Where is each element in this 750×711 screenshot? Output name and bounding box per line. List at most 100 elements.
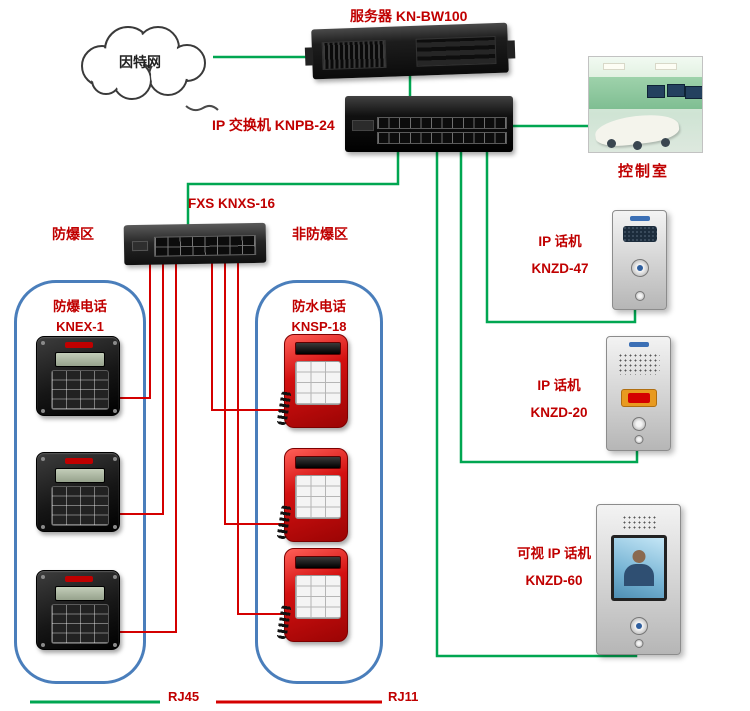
fxs-gateway-device xyxy=(123,222,267,266)
server-rack-ear xyxy=(304,47,314,66)
waterproof-phone-1 xyxy=(276,334,348,428)
brand-logo xyxy=(629,216,650,221)
knzd60-title: 可视 IP 话机 xyxy=(516,546,591,561)
corner-screws xyxy=(41,457,45,461)
phone-body xyxy=(36,336,120,416)
mic-hole xyxy=(634,639,643,648)
brand-logo xyxy=(628,342,649,347)
explosion-phones-model: KNEX-1 xyxy=(56,319,104,334)
person-head xyxy=(632,550,645,563)
control-room-label: 控制室 xyxy=(618,163,670,180)
bottom-screw xyxy=(634,435,643,444)
waterproof-phone-3 xyxy=(276,548,348,642)
monitor xyxy=(667,84,685,97)
phone-display xyxy=(295,342,341,355)
server-vents xyxy=(321,39,387,71)
cloud-squiggle xyxy=(185,104,219,112)
knzd20-title: IP 话机 xyxy=(537,378,581,393)
chair xyxy=(607,139,616,148)
switch-logo xyxy=(352,120,374,131)
corner-screws xyxy=(41,575,45,579)
phone-keypad xyxy=(295,475,341,519)
phone-display xyxy=(55,586,105,601)
emergency-button xyxy=(620,389,657,407)
ip-doorphone-knzd47 xyxy=(612,210,667,310)
cloud-shape xyxy=(81,26,219,112)
waterproof-phones-model: KNSP-18 xyxy=(291,319,347,334)
video-screen-image xyxy=(613,538,664,598)
video-ip-doorphone-knzd60 xyxy=(596,504,681,655)
speaker-grille xyxy=(622,226,657,242)
corner-screws xyxy=(41,341,45,345)
internet-label: 因特网 xyxy=(119,54,161,70)
knzd47-label: IP 话机 KNZD-47 xyxy=(520,228,600,282)
server-device xyxy=(304,22,516,80)
knzd47-title: IP 话机 xyxy=(538,234,582,249)
phone-keypad xyxy=(295,575,341,619)
server-label: 服务器 KN-BW100 xyxy=(350,8,468,24)
phone-body xyxy=(276,334,348,428)
monitor xyxy=(647,85,665,98)
phone-keypad xyxy=(51,370,109,410)
key-switch xyxy=(631,417,646,431)
legend-rj45-label: RJ45 xyxy=(168,689,200,704)
switch-port-row xyxy=(377,117,507,129)
explosion-proof-phone-3 xyxy=(36,570,120,650)
explosion-proof-phone-2 xyxy=(36,452,120,532)
phone-keypad xyxy=(51,486,109,526)
server-rack-ear xyxy=(506,40,516,59)
phone-keypad xyxy=(51,604,109,644)
fxs-led-panel xyxy=(131,240,149,252)
fxs-chassis xyxy=(123,222,267,266)
call-button xyxy=(629,617,648,635)
bottom-screw xyxy=(634,291,645,301)
legend-rj11-label: RJ11 xyxy=(388,689,419,704)
speaker-grille xyxy=(617,353,660,375)
monitor xyxy=(685,86,702,99)
zone-label-non-explosion-proof: 非防爆区 xyxy=(292,226,348,242)
phone-display xyxy=(295,556,341,569)
phone-display xyxy=(295,456,341,469)
switch-chassis xyxy=(345,96,513,152)
phone-body xyxy=(276,448,348,542)
speaker-grille xyxy=(621,515,656,529)
chair xyxy=(661,138,670,147)
control-room-photo xyxy=(588,56,703,153)
phone-body xyxy=(36,570,120,650)
call-button-dot xyxy=(636,265,643,271)
brand-logo xyxy=(65,458,93,464)
wire-switch-fxs xyxy=(186,150,400,227)
phone-display xyxy=(55,468,105,483)
ceiling-light xyxy=(603,63,625,70)
zone-label-explosion-proof: 防爆区 xyxy=(52,226,94,242)
phone-body xyxy=(36,452,120,532)
brand-logo xyxy=(65,342,93,348)
ceiling-light xyxy=(655,63,677,70)
chair xyxy=(633,141,642,150)
call-button xyxy=(630,259,649,277)
phone-keypad xyxy=(295,361,341,405)
phone-body xyxy=(276,548,348,642)
call-button-dot xyxy=(635,623,642,629)
ip-switch-device xyxy=(345,96,513,152)
phone-display xyxy=(55,352,105,367)
person-body xyxy=(623,564,654,586)
knzd60-label: 可视 IP 话机 KNZD-60 xyxy=(508,540,600,594)
explosion-phones-title: 防爆电话 xyxy=(53,299,107,314)
waterproof-phone-2 xyxy=(276,448,348,542)
knzd60-model: KNZD-60 xyxy=(525,573,583,588)
video-screen xyxy=(610,535,667,601)
fxs-gateway-label: FXS KNXS-16 xyxy=(188,196,276,211)
knzd47-model: KNZD-47 xyxy=(531,261,589,276)
ip-doorphone-knzd20 xyxy=(606,336,671,451)
waterproof-phones-title: 防水电话 xyxy=(292,299,346,314)
internet-cloud: 因特网 xyxy=(70,18,222,124)
switch-port-row xyxy=(377,132,507,144)
emergency-button-inner xyxy=(627,393,650,403)
knzd20-label: IP 话机 KNZD-20 xyxy=(518,372,600,426)
fxs-port-rows xyxy=(153,234,257,257)
explosion-proof-phone-1 xyxy=(36,336,120,416)
server-drive-bays xyxy=(415,36,497,67)
ip-switch-label: IP 交换机 KNPB-24 xyxy=(212,117,335,133)
